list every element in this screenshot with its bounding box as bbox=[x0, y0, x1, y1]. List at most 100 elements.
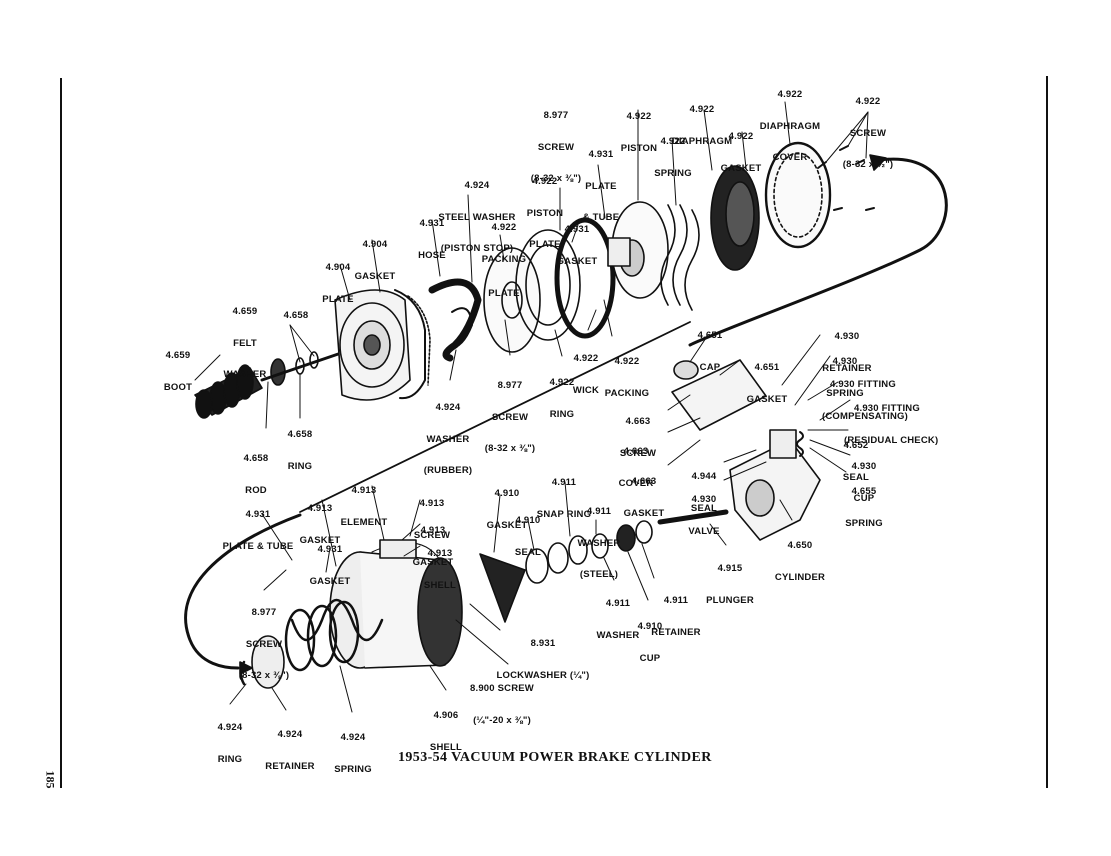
label-spring-4924: 4.924 SPRING bbox=[330, 712, 376, 796]
label-plate-tube-4931-top: 4.931 PLATE & TUBE bbox=[576, 129, 626, 245]
label-gasket-4913-left: 4.913 GASKET bbox=[296, 483, 344, 567]
label-line: GASKET bbox=[486, 519, 528, 531]
label-line: 4.652 bbox=[843, 440, 869, 451]
label-line: LOCKWASHER (¼") bbox=[496, 669, 590, 681]
label-retainer-4924: 4.924 RETAINER bbox=[262, 709, 318, 793]
label-diaphragm-4922: 4.922 DIAPHRAGM bbox=[664, 84, 740, 168]
label-line: 4.931 bbox=[317, 544, 343, 555]
label-line: SCREW bbox=[537, 141, 575, 153]
label-line: 4.913 bbox=[419, 498, 445, 509]
label-cup-4930: 4.930 CUP bbox=[846, 441, 882, 525]
label-line: (8-32 x ⅜") bbox=[238, 670, 290, 681]
plunger-part bbox=[657, 509, 729, 525]
label-line: PISTON bbox=[620, 142, 658, 154]
label-line: SPRING bbox=[826, 387, 864, 399]
page-number: 185 bbox=[43, 770, 58, 789]
label-line: RETAINER bbox=[651, 626, 701, 638]
gasket-part bbox=[479, 553, 526, 623]
label-line: 4.922 bbox=[491, 222, 517, 233]
label-line: (PISTON STOP) bbox=[440, 243, 514, 254]
label-line: SEAL bbox=[690, 502, 718, 514]
diaphragm-part bbox=[710, 165, 760, 271]
label-line: GASKET bbox=[299, 534, 341, 546]
label-line: 4.924 bbox=[277, 729, 303, 740]
label-line: 4.658 bbox=[287, 429, 313, 440]
label-lockwasher-8931: 8.931 LOCKWASHER (¼") bbox=[494, 618, 592, 702]
label-line: SPRING bbox=[334, 763, 372, 775]
label-line: SHELL bbox=[423, 579, 457, 591]
label-retainer-4930: 4.930 RETAINER bbox=[818, 311, 876, 395]
label-line: 4.924 bbox=[435, 402, 461, 413]
label-line: 8.977 bbox=[543, 110, 569, 121]
label-hose-4931: 4.931 HOSE bbox=[410, 198, 454, 282]
label-line: (RESIDUAL CHECK) bbox=[844, 434, 939, 446]
cap-part bbox=[673, 360, 699, 380]
assembly-arrow-top bbox=[688, 157, 948, 347]
label-element-4913: 4.913 ELEMENT bbox=[338, 465, 390, 549]
label-4658: 4.658 bbox=[276, 290, 316, 343]
assembly-arrow-bottom bbox=[184, 513, 302, 670]
label-washer-rubber-4924: 4.924 WASHER (RUBBER) bbox=[420, 382, 476, 498]
label-line: 4.922 bbox=[614, 356, 640, 367]
label-plate-tube-4931-bottom: 4.931 PLATE & TUBE bbox=[222, 489, 294, 573]
label-retainer-4911: 4.911 RETAINER bbox=[648, 575, 704, 659]
label-line: 4.651 bbox=[754, 362, 780, 373]
label-gasket-4931-top: 4.931 GASKET bbox=[552, 204, 602, 288]
label-line: RETAINER bbox=[822, 362, 872, 374]
label-line: PACKING bbox=[481, 253, 527, 265]
label-line: 4.913 bbox=[427, 548, 453, 559]
front-plate-part bbox=[334, 289, 431, 401]
figure-caption: 1953-54 VACUUM POWER BRAKE CYLINDER bbox=[398, 750, 712, 765]
label-line: & TUBE bbox=[582, 212, 620, 223]
label-screw-8977-top: 8.977 SCREW (8-32 x ⅜") bbox=[520, 90, 592, 206]
label-line: 4.658 bbox=[243, 453, 269, 464]
label-line: 4.931 bbox=[564, 224, 590, 235]
label-seal-4944: 4.944 SEAL bbox=[684, 451, 724, 535]
spring-part bbox=[660, 204, 700, 311]
label-line: RING bbox=[549, 408, 575, 420]
label-rod-4658: 4.658 ROD bbox=[236, 433, 276, 517]
label-line: 8.977 bbox=[497, 380, 523, 391]
assembly-axis-line bbox=[299, 321, 691, 513]
label-line: (8-32 x ½") bbox=[842, 159, 894, 170]
label-cylinder-4650: 4.650 CYLINDER bbox=[770, 520, 830, 604]
label-line: 4.659 bbox=[232, 306, 258, 317]
label-line: WASHER bbox=[426, 433, 470, 445]
label-line: 4.906 bbox=[433, 710, 459, 721]
label-line: 4.922 bbox=[573, 353, 599, 364]
label-line: WASHER bbox=[596, 629, 640, 641]
label-screw-8977-mid: 8.977 SCREW (8-32 x ⅜") bbox=[474, 360, 546, 476]
label-line: 4.915 bbox=[717, 563, 743, 574]
label-line: PLATE bbox=[529, 239, 561, 250]
label-line: SEAL bbox=[514, 546, 542, 558]
label-seal-4652: 4.652 SEAL bbox=[838, 420, 874, 504]
label-line: 4.931 bbox=[245, 509, 271, 520]
label-shell-4913: 4.913 SHELL bbox=[420, 528, 460, 612]
label-line: 4.931 bbox=[588, 149, 614, 160]
label-line: 4.924 bbox=[340, 732, 366, 743]
label-line: PISTON bbox=[526, 207, 564, 219]
label-line: 4.910 bbox=[515, 515, 541, 526]
label-packing-4922: 4.922 PACKING bbox=[600, 336, 654, 420]
label-line: 4.910 bbox=[637, 621, 663, 632]
label-cup-4910: 4.910 CUP bbox=[630, 601, 670, 685]
cup-part bbox=[616, 524, 636, 552]
label-line: CUP bbox=[639, 652, 661, 664]
boot-part bbox=[194, 364, 263, 419]
label-screw-4922: 4.922 SCREW (8-32 x ½") bbox=[832, 76, 904, 192]
label-line: RING bbox=[217, 753, 243, 765]
label-line: 4.931 bbox=[419, 218, 445, 229]
right-margin-rule bbox=[1046, 76, 1048, 788]
hose-part bbox=[428, 278, 482, 362]
label-fitting-resid-4930: 4.930 FITTING (RESIDUAL CHECK) bbox=[844, 383, 939, 467]
label-piston-plate-4922: 4.922 PISTON PLATE bbox=[522, 156, 568, 272]
label-line: 4.924 bbox=[464, 180, 490, 191]
label-line: 4.930 FITTING bbox=[830, 379, 896, 390]
label-gasket-4910: 4.910 GASKET bbox=[484, 468, 530, 552]
label-line: 4.655 bbox=[851, 486, 877, 497]
label-line: BOOT bbox=[163, 381, 193, 393]
diaphragm-cover-part bbox=[764, 141, 832, 249]
label-line: 4.930 bbox=[851, 461, 877, 472]
label-line: PACKING bbox=[604, 387, 650, 399]
